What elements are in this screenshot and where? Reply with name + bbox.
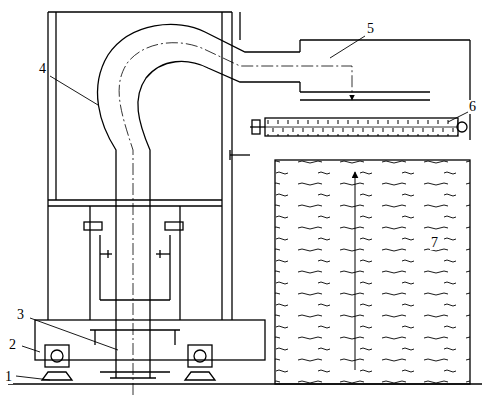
callout-number: 2 xyxy=(8,338,17,352)
callout-number: 1 xyxy=(4,370,13,384)
callout-number: 3 xyxy=(16,308,25,322)
callout-number: 6 xyxy=(468,100,477,114)
callout-number: 4 xyxy=(38,62,47,76)
callout-number: 5 xyxy=(366,22,375,36)
callout-number: 7 xyxy=(430,236,439,250)
